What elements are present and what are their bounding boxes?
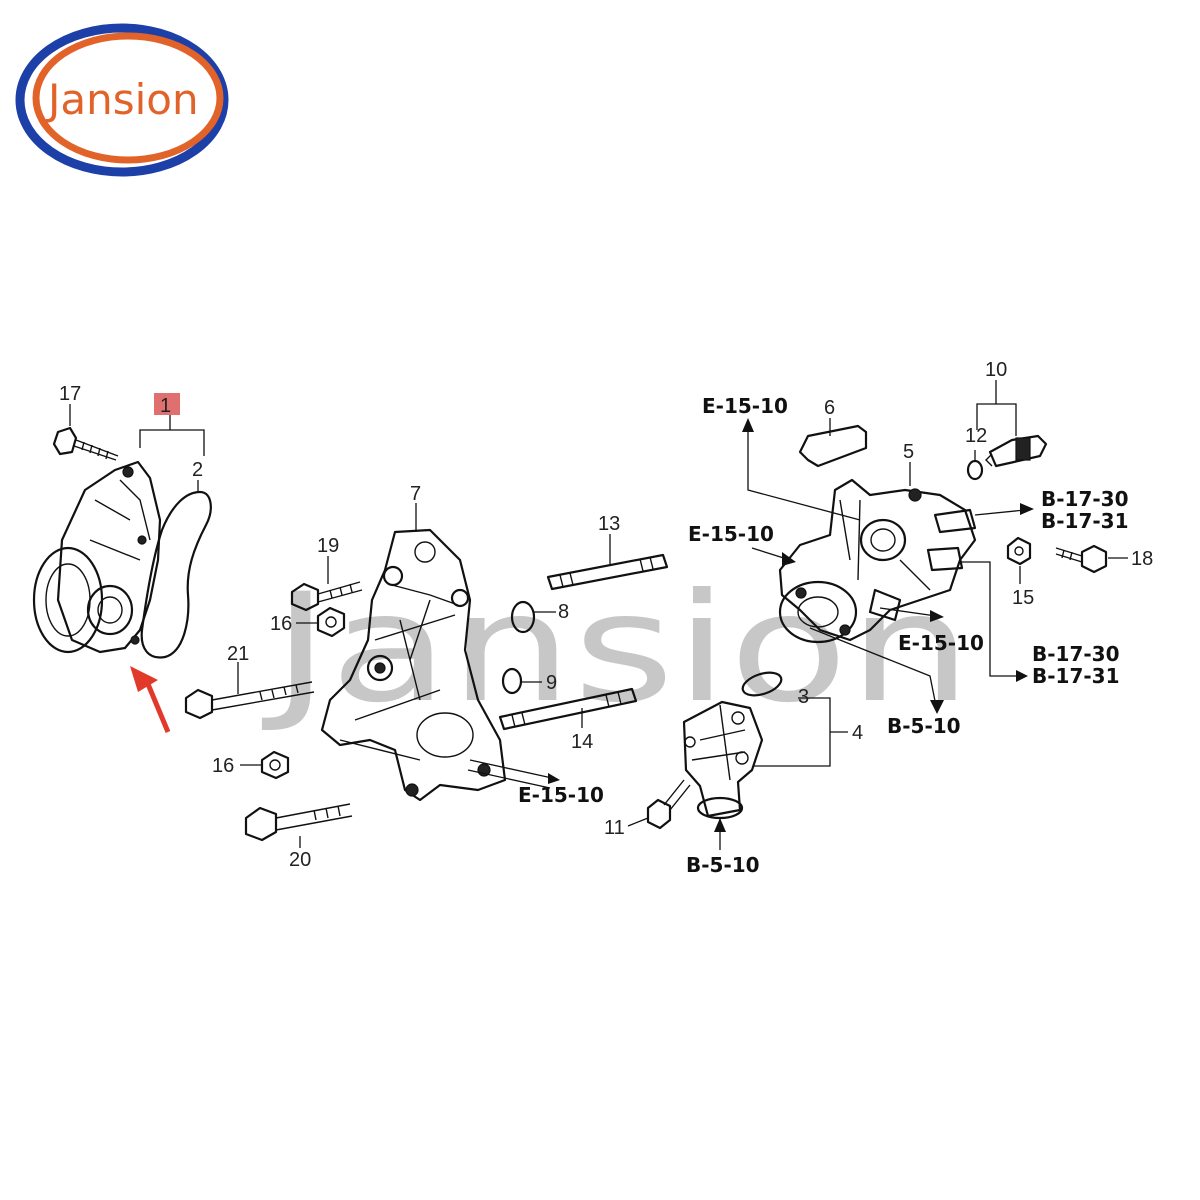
gasket-6-part [798, 424, 868, 468]
ref-b5-right: B-5-10 [887, 714, 961, 738]
thermostat-housing-part [682, 700, 764, 820]
ref-b17-30-a: B-17-30 [1041, 487, 1129, 511]
logo-outer-ring [15, 23, 229, 177]
engine-bracket-part [320, 528, 507, 802]
coolant-housing-part [778, 478, 977, 644]
callout-15: 15 [1012, 587, 1034, 609]
callout-13: 13 [598, 513, 620, 535]
nut-16b-part [260, 750, 290, 780]
callout-16b: 16 [212, 755, 234, 777]
logo-inner-ring [32, 32, 224, 164]
washer-12-part [966, 459, 984, 481]
ref-b17-31-a: B-17-31 [1041, 509, 1129, 533]
callout-2: 2 [192, 459, 203, 481]
nut-16a-part [316, 606, 346, 638]
ref-e15-housing: E-15-10 [898, 631, 984, 655]
seal-3-part [741, 671, 783, 697]
reference-codes: E-15-10 E-15-10 E-15-10 E-15-10 B-17-30 … [518, 394, 1129, 877]
highlight-arrow [130, 666, 171, 733]
o-ring-9-part [501, 667, 523, 695]
callout-17: 17 [59, 383, 81, 405]
ref-e15-bracket: E-15-10 [518, 783, 604, 807]
callout-19: 19 [317, 535, 339, 557]
callout-21: 21 [227, 643, 249, 665]
callout-20: 20 [289, 849, 311, 871]
part-1-highlight [154, 393, 180, 415]
callout-6: 6 [824, 397, 835, 419]
o-ring-8-part [510, 600, 536, 634]
bolt-21-part [184, 681, 315, 720]
bolt-20-part [244, 803, 353, 842]
callout-3: 3 [798, 686, 809, 708]
ref-b5-bottom: B-5-10 [686, 853, 760, 877]
callout-14: 14 [571, 731, 593, 753]
nut-15-part [1006, 536, 1032, 566]
leader-lines [69, 380, 1128, 850]
callout-5: 5 [903, 441, 914, 463]
stud-14-part [498, 687, 638, 731]
brand-logo: Jansion [15, 23, 229, 177]
callout-10: 10 [985, 359, 1007, 381]
ref-b17-30-b: B-17-30 [1032, 642, 1120, 666]
callout-4: 4 [852, 722, 863, 744]
bolt-11-part [646, 779, 691, 830]
bolt-18-part [1055, 544, 1108, 574]
water-pump-part [32, 460, 162, 654]
callout-9: 9 [546, 672, 557, 694]
callout-1: 1 [160, 395, 171, 417]
callout-11: 11 [604, 817, 625, 839]
ref-e15-top: E-15-10 [702, 394, 788, 418]
callout-12: 12 [965, 425, 987, 447]
callout-18: 18 [1131, 548, 1153, 570]
callout-7: 7 [410, 483, 421, 505]
stud-13-part [546, 553, 669, 591]
bolt-19-part [290, 581, 363, 612]
temp-sensor-10-part [985, 434, 1048, 468]
callout-numbers: 1 2 3 4 5 6 7 8 9 10 11 12 13 14 15 16 1… [59, 359, 1153, 871]
pump-gasket-part [140, 490, 212, 659]
logo-text: Jansion [45, 75, 199, 124]
ref-e15-mid: E-15-10 [688, 522, 774, 546]
bolt-17-part [52, 426, 119, 461]
watermark-text: Jansion [262, 562, 972, 736]
callout-8: 8 [558, 601, 569, 623]
callout-16a: 16 [270, 613, 292, 635]
ref-b17-31-b: B-17-31 [1032, 664, 1120, 688]
